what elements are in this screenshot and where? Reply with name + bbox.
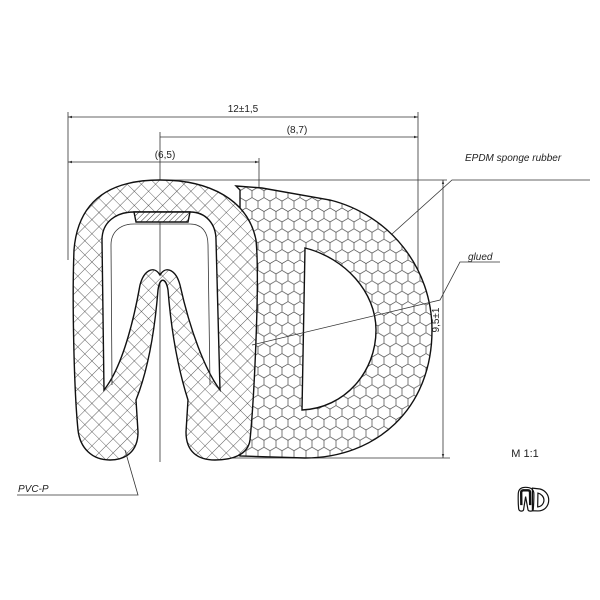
profile-thumbnail-icon [517,486,550,512]
leader-glued: glued [251,252,500,346]
label-glued: glued [468,252,493,263]
label-pvc-p: PVC-P [18,484,49,495]
leader-pvc: PVC-P [17,449,139,496]
metal-insert [133,211,191,223]
dimension-height: 9,5±1 [160,179,450,459]
inner-core-line [110,223,211,386]
dimension-height-label: 9,5±1 [431,307,442,332]
sponge-rubber-bulb [234,185,433,459]
dimension-clip-width-label: (6,5) [155,150,176,161]
label-epdm-sponge-rubber: EPDM sponge rubber [465,153,562,164]
scale-label: M 1:1 [511,448,539,460]
leader-epdm: EPDM sponge rubber [391,153,590,235]
dimension-sponge-offset-label: (8,7) [287,125,308,136]
dimension-overall-width-label: 12±1,5 [228,104,259,115]
